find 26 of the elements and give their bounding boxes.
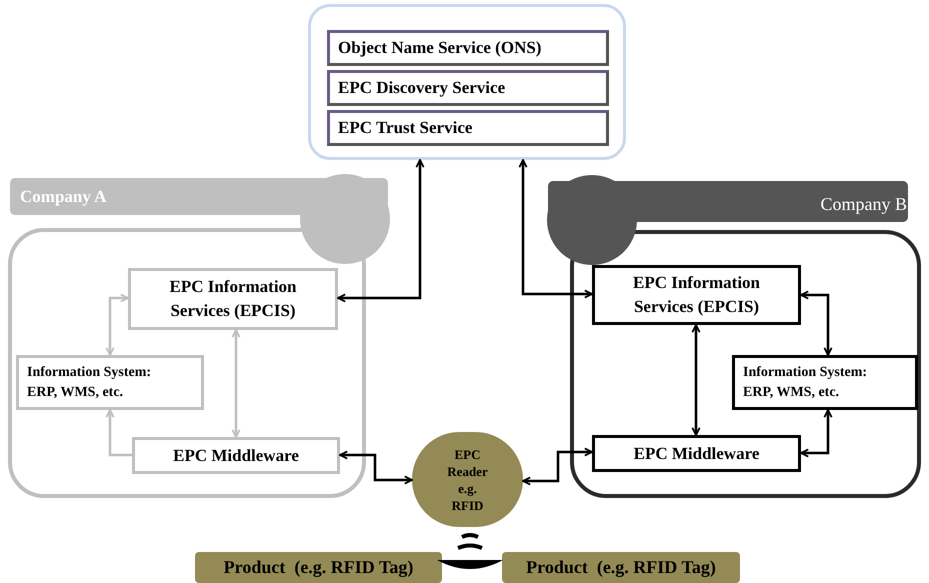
connector-arrow [106,294,129,356]
product-box: Product (e.g. RFID Tag) [502,552,740,583]
company-panel [8,174,392,500]
company-heading: Company B [820,193,907,216]
service-box: Object Name Service (ONS) [327,30,609,66]
company-heading: Company A [20,186,106,208]
process-box: Information System: ERP, WMS, etc. [732,355,918,410]
company-panel [546,174,923,500]
connector-arrow [800,290,832,356]
connector-arrow [106,409,132,456]
registry-panel [308,4,626,160]
connector-arrow [800,409,832,458]
service-box: EPC Discovery Service [327,70,609,106]
product-box: Product (e.g. RFID Tag) [195,552,442,583]
process-box: EPC Information Services (EPCIS) [128,268,338,330]
connector-arrow [518,159,593,298]
service-box: EPC Trust Service [327,110,609,146]
connector-arrow [232,329,240,438]
process-box: EPC Middleware [132,437,340,474]
connector-arrow [522,448,593,486]
process-box: EPC Middleware [592,435,801,472]
connector-arrow [337,159,424,302]
process-box: Information System: ERP, WMS, etc. [16,355,204,410]
connector-arrow [339,450,413,484]
process-box: EPC Information Services (EPCIS) [592,265,801,325]
connector-arrow [692,324,700,436]
